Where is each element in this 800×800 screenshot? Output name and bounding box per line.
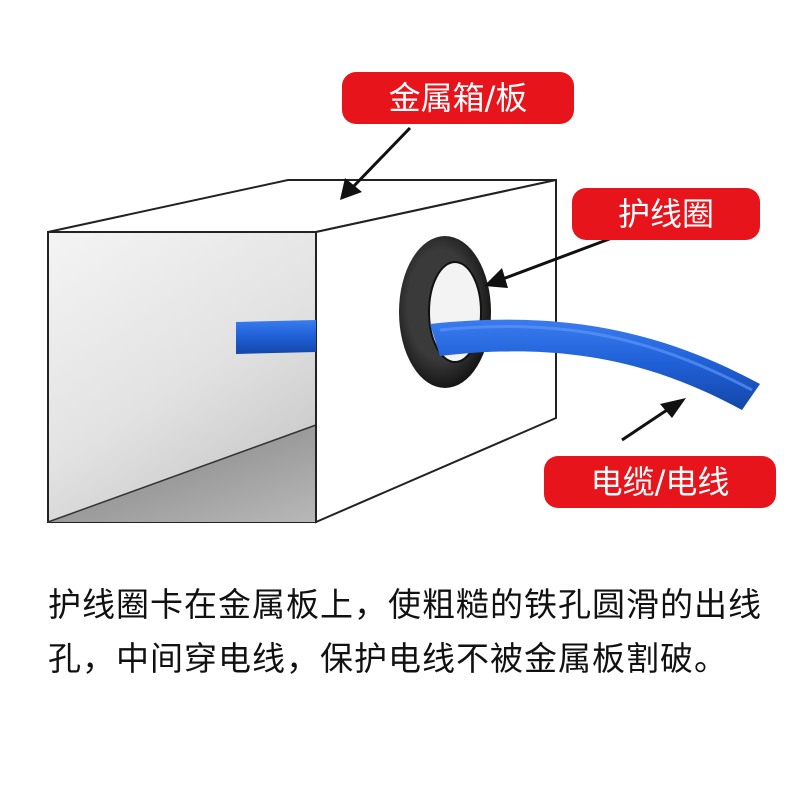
cable-outside-segment [430, 319, 760, 410]
cable-label: 电缆/电线 [544, 456, 776, 508]
arrow-to-box [340, 126, 412, 200]
box-label: 金属箱/板 [342, 72, 574, 124]
arrow-to-cable [621, 398, 686, 442]
cable-inside-segment [236, 320, 316, 354]
arrow-to-grommet [484, 236, 613, 288]
caption-text: 护线圈卡在金属板上，使粗糙的铁孔圆滑的出线孔，中间穿电线，保护电线不被金属板割破… [48, 585, 762, 678]
grommet-label: 护线圈 [572, 188, 760, 240]
